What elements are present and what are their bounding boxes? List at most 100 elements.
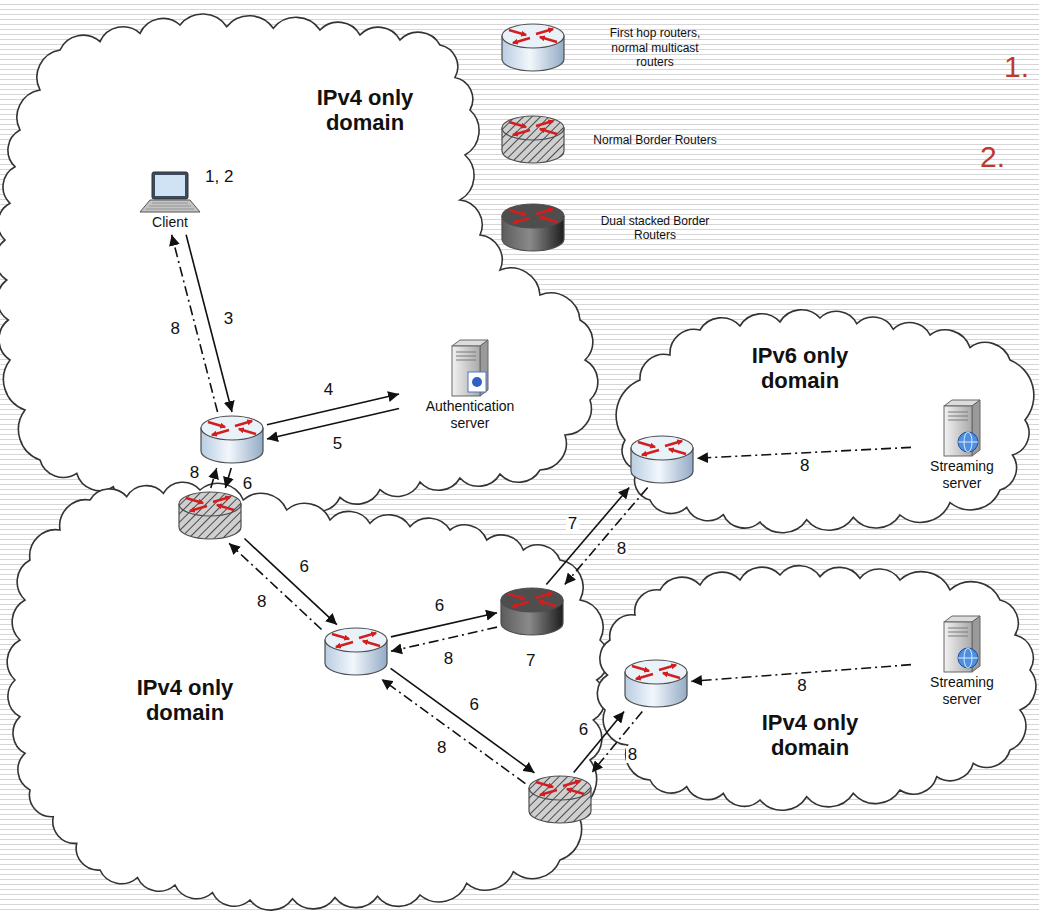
cloud-outline	[0, 472, 618, 911]
router-arrow	[509, 122, 526, 127]
request-arrow	[546, 488, 629, 585]
router-arrow	[213, 497, 230, 502]
router-arrow	[186, 498, 203, 503]
router-arrow	[567, 789, 584, 794]
router-arrow	[536, 209, 553, 214]
router-arrow	[235, 421, 252, 426]
step-number: 6	[433, 597, 446, 614]
legend-text: Dual stacked Border Routers	[593, 214, 718, 243]
router-arrow	[659, 665, 676, 670]
router-arrow	[513, 218, 530, 223]
streaming-server: Streaming server	[913, 612, 1011, 710]
router-arrow	[536, 782, 553, 787]
step-number: 6	[298, 558, 311, 575]
router-arrow	[638, 442, 655, 447]
router-arrow	[540, 37, 557, 42]
cloud-shape	[7, 482, 608, 910]
domain-cloud: IPv4 only domain	[0, 472, 618, 911]
data-flow-arrow	[565, 488, 648, 585]
server-slots	[456, 352, 476, 360]
node-label: Authentication server	[405, 398, 535, 432]
router-icon	[623, 658, 689, 710]
border-router	[527, 774, 593, 826]
router-arrow	[540, 790, 557, 795]
router-arrow	[669, 449, 686, 454]
router-top	[325, 628, 387, 652]
step-number: 7	[526, 652, 535, 669]
step-number: 8	[169, 320, 182, 337]
step-number: 8	[795, 677, 808, 694]
router-arrow	[636, 674, 653, 679]
legend-text: First hop routers, normal multicast rout…	[593, 26, 718, 69]
router-icon	[629, 434, 695, 486]
router-arrow	[513, 130, 530, 135]
router-arrow	[509, 30, 526, 35]
router-arrow	[663, 673, 680, 678]
step-number: 8	[626, 746, 639, 763]
step-number: 8	[435, 739, 448, 756]
globe	[958, 432, 978, 452]
router-top	[201, 416, 263, 440]
router-arrow	[535, 593, 552, 598]
router-arrow	[332, 634, 349, 639]
step-number: 4	[322, 381, 335, 398]
dual-stack-router	[499, 586, 565, 638]
node-label: Streaming server	[917, 458, 1007, 492]
server-icon	[442, 338, 498, 398]
laptop-lid	[152, 172, 188, 199]
router-arrow	[239, 429, 256, 434]
cloud-outline	[0, 7, 608, 523]
node-label: Streaming server	[917, 674, 1007, 708]
auth-badge	[468, 372, 486, 392]
router-icon	[499, 586, 565, 638]
router-arrow	[359, 633, 376, 638]
router-arrow	[208, 422, 225, 427]
node-label: Client	[152, 214, 188, 231]
router-top	[529, 776, 591, 800]
router-arrow	[563, 781, 580, 786]
router-arrow	[212, 430, 229, 435]
router-top	[502, 24, 564, 48]
domain-name: IPv4 only domain	[120, 675, 250, 726]
step-number: 3	[222, 310, 235, 327]
step-number: 6	[241, 475, 254, 492]
laptop-base	[140, 200, 200, 212]
router-arrow	[512, 602, 529, 607]
auth-badge-dot	[472, 377, 482, 387]
step-number: 8	[255, 593, 268, 610]
cloud-shape	[616, 310, 1034, 533]
router-top	[502, 204, 564, 228]
domain-cloud: IPv6 only domainStreaming server	[607, 300, 1039, 540]
multicast-router	[323, 626, 389, 678]
list-number: 2.	[980, 142, 1005, 172]
router-arrow	[540, 217, 557, 222]
legend-icons	[0, 0, 1039, 300]
laptop-keys	[146, 203, 194, 209]
server-slots	[948, 412, 968, 420]
streaming-server: Streaming server	[913, 396, 1011, 494]
step-number: 5	[331, 435, 344, 452]
step-number: 8	[188, 464, 201, 481]
router-arrow	[336, 642, 353, 647]
legend-router	[502, 204, 564, 251]
router-arrow	[536, 121, 553, 126]
router-top	[502, 116, 564, 140]
step-number: 8	[442, 650, 455, 667]
domain-name: IPv6 only domain	[745, 343, 855, 394]
step-number: 8	[798, 457, 811, 474]
step-number: 7	[566, 515, 579, 532]
step-number: 6	[468, 696, 481, 713]
first-hop-router	[199, 414, 265, 466]
first-hop-router	[629, 434, 695, 486]
router-arrow	[363, 641, 380, 646]
domain-name: IPv4 only domain	[300, 85, 430, 136]
step-numbers: 1, 2	[205, 168, 233, 185]
router-top	[631, 436, 693, 460]
router-arrow	[642, 450, 659, 455]
globe-equator	[958, 658, 978, 659]
client-laptop: Client	[134, 168, 206, 233]
domain-name: IPv4 only domain	[745, 710, 875, 761]
server-icon	[934, 614, 990, 674]
legend-text: Normal Border Routers	[593, 133, 718, 147]
